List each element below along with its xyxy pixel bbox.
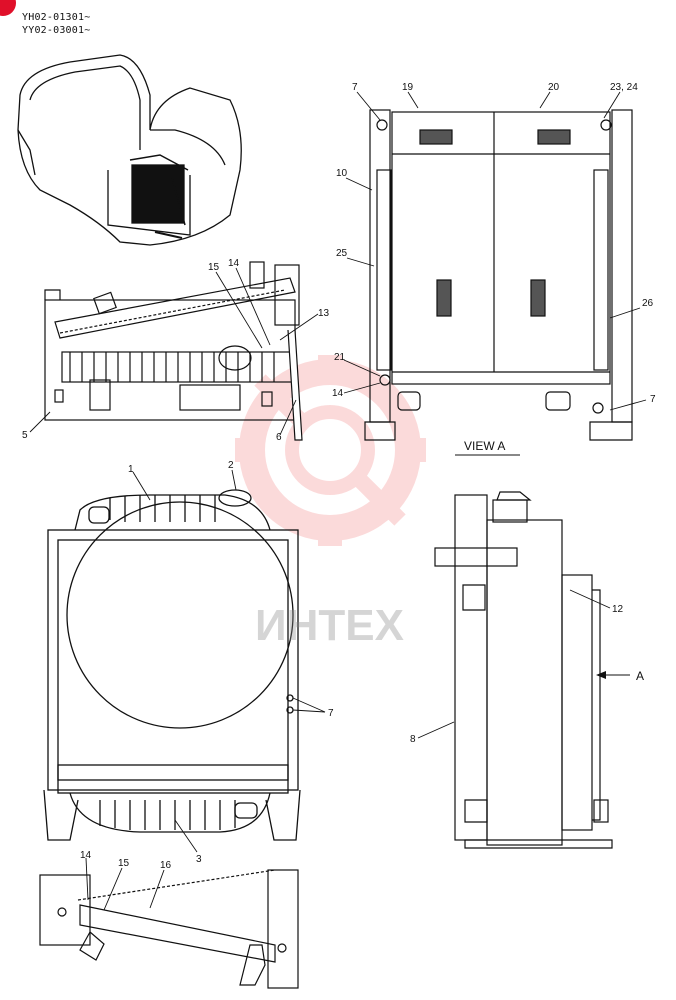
view-a-label: VIEW A <box>464 439 505 453</box>
arrow-a-label: A <box>636 669 644 683</box>
callout-25: 25 <box>336 248 348 259</box>
callout-7-view-a: 7 <box>650 394 656 405</box>
callout-15-detail: 15 <box>118 858 130 869</box>
callout-20: 20 <box>548 82 560 93</box>
callout-numbers: 19 20 23, 24 7 10 25 26 21 14 7 15 14 13… <box>22 82 656 871</box>
machine-isometric-view <box>17 54 242 246</box>
callout-7-top: 7 <box>352 82 358 93</box>
watermark-text: ИНТЕХ <box>255 601 404 650</box>
callout-1: 1 <box>128 464 134 475</box>
radiator-right-side-view <box>434 491 613 849</box>
callout-21: 21 <box>334 352 346 363</box>
callout-23-24: 23, 24 <box>610 82 638 93</box>
view-a-arrow <box>596 671 630 679</box>
callout-10: 10 <box>336 168 348 179</box>
callout-leaders <box>29 91 647 911</box>
callout-6: 6 <box>276 432 282 443</box>
callout-8: 8 <box>410 734 416 745</box>
callout-12: 12 <box>612 604 624 615</box>
view-a-rear-view <box>364 109 633 441</box>
callout-7-front: 7 <box>328 708 334 719</box>
radiator-front-view <box>43 489 301 841</box>
callout-14-view-a: 14 <box>332 388 344 399</box>
callout-5: 5 <box>22 430 28 441</box>
pipe-detail-view <box>39 869 299 989</box>
callout-26: 26 <box>642 298 654 309</box>
callout-19: 19 <box>402 82 414 93</box>
callout-2: 2 <box>228 460 234 471</box>
callout-14-detail: 14 <box>80 850 92 861</box>
callout-14-side: 14 <box>228 258 240 269</box>
callout-3: 3 <box>196 854 202 865</box>
serial-range-1: YH02-01301~ <box>22 12 91 23</box>
watermark-gear-logo <box>235 355 426 546</box>
callout-16: 16 <box>160 860 172 871</box>
callout-13: 13 <box>318 308 330 319</box>
corner-marker <box>0 0 16 16</box>
callout-15-side: 15 <box>208 262 220 273</box>
serial-range-2: YY02-03001~ <box>22 25 91 36</box>
radiator-side-view <box>44 261 303 441</box>
